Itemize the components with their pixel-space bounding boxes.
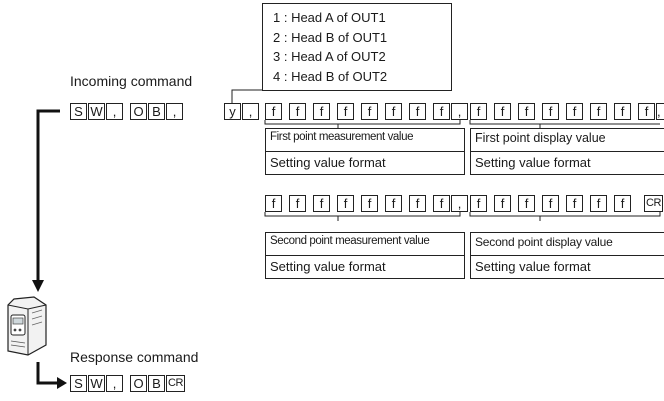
char-f: f — [385, 103, 402, 120]
divider — [266, 151, 464, 152]
mode-option-2: 2 : Head B of OUT1 — [273, 29, 388, 45]
char-f: f — [289, 103, 306, 120]
second-disp-bracket — [469, 212, 661, 221]
second-point-display-box: Second point display value Setting value… — [470, 232, 664, 279]
controller-to-response-line — [36, 362, 58, 385]
char-comma: , — [166, 103, 183, 120]
char-w: W — [88, 375, 105, 392]
char-f: f — [470, 195, 487, 212]
second-point-measurement-format: Setting value format — [270, 259, 386, 274]
char-cr: CR — [644, 195, 663, 212]
mode-option-1: 1 : Head A of OUT1 — [273, 10, 386, 25]
char-f: f — [638, 103, 655, 120]
char-f: f — [566, 103, 583, 120]
first-point-measurement-box: First point measurement value Setting va… — [265, 128, 465, 175]
first-point-display-title: First point display value — [475, 131, 606, 145]
char-f: f — [265, 195, 282, 212]
char-f: f — [361, 103, 378, 120]
char-f: f — [313, 195, 330, 212]
char-comma: , — [242, 103, 259, 120]
mode-option-4: 4 : Head B of OUT2 — [273, 68, 388, 84]
char-f: f — [542, 195, 559, 212]
char-f: f — [590, 195, 607, 212]
char-comma: , — [106, 375, 123, 392]
char-comma: , — [106, 103, 123, 120]
second-point-measurement-title: Second point measurement value — [270, 235, 430, 247]
first-point-display-format: Setting value format — [475, 155, 591, 170]
char-y: y — [224, 103, 241, 120]
divider — [471, 151, 664, 152]
char-f: f — [313, 103, 330, 120]
first-point-measurement-title: First point measurement value — [270, 131, 414, 143]
char-f: f — [361, 195, 378, 212]
down-arrowhead — [32, 280, 44, 292]
mode-options-box: 1 : Head A of OUT1 2 : Head B of OUT1 3 … — [262, 3, 452, 91]
char-s: S — [70, 103, 87, 120]
char-comma: , — [656, 103, 664, 120]
char-f: f — [494, 195, 511, 212]
char-f: f — [337, 195, 354, 212]
mode-bracket — [231, 89, 262, 104]
mode-option-3: 3 : Head A of OUT2 — [273, 49, 386, 64]
char-comma: , — [451, 103, 468, 120]
char-f: f — [265, 103, 282, 120]
char-f: f — [518, 103, 535, 120]
char-f: f — [614, 103, 631, 120]
divider — [471, 255, 664, 256]
second-point-display-format: Setting value format — [475, 259, 591, 274]
second-point-measurement-box: Second point measurement value Setting v… — [265, 232, 465, 279]
right-arrowhead — [57, 377, 67, 389]
char-o: O — [130, 103, 147, 120]
char-f: f — [433, 103, 450, 120]
second-meas-bracket — [264, 212, 461, 221]
char-f: f — [409, 103, 426, 120]
char-b: B — [148, 375, 165, 392]
char-f: f — [590, 103, 607, 120]
char-s: S — [70, 375, 87, 392]
divider — [266, 255, 464, 256]
char-comma: , — [451, 195, 468, 212]
char-f: f — [614, 195, 631, 212]
char-f: f — [409, 195, 426, 212]
char-b: B — [148, 103, 165, 120]
char-f: f — [470, 103, 487, 120]
char-f: f — [542, 103, 559, 120]
char-f: f — [433, 195, 450, 212]
incoming-command-label: Incoming command — [70, 73, 193, 89]
incoming-to-controller-line — [36, 109, 60, 282]
response-command-label: Response command — [70, 349, 199, 365]
char-f: f — [566, 195, 583, 212]
char-f: f — [289, 195, 306, 212]
char-cr: CR — [166, 375, 185, 392]
char-f: f — [337, 103, 354, 120]
second-point-display-title: Second point display value — [475, 235, 613, 249]
char-o: O — [130, 375, 147, 392]
char-f: f — [494, 103, 511, 120]
controller-device-icon — [7, 296, 47, 356]
first-point-display-box: First point display value Setting value … — [470, 128, 664, 175]
char-f: f — [385, 195, 402, 212]
char-w: W — [88, 103, 105, 120]
first-point-measurement-format: Setting value format — [270, 155, 386, 170]
char-f: f — [518, 195, 535, 212]
